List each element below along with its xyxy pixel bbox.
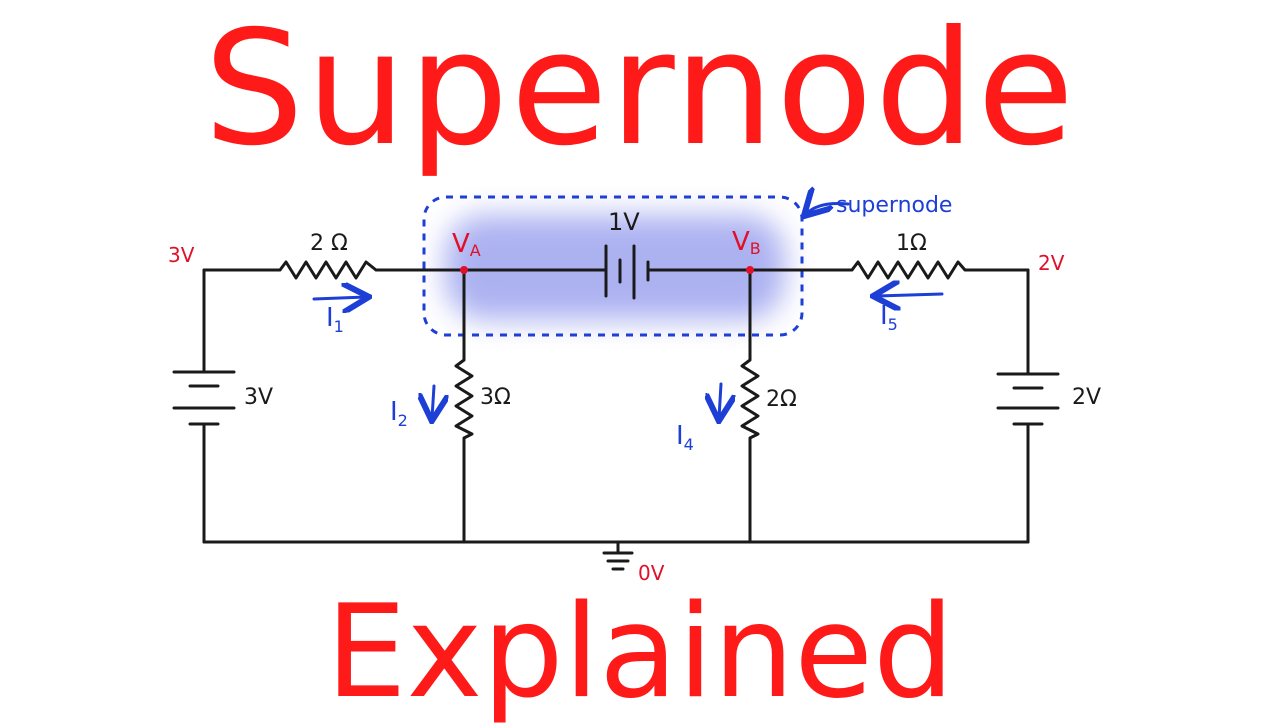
label-node-3v: 3V <box>168 243 195 267</box>
label-i4: I4 <box>676 421 694 454</box>
label-r4-2ohm: 2Ω <box>766 387 797 412</box>
label-r5-1ohm: 1Ω <box>896 231 927 256</box>
battery-2v <box>996 372 1060 426</box>
resistor-2ohm-right <box>740 358 760 440</box>
label-source-2v: 2V <box>1072 385 1101 410</box>
label-source-3v: 3V <box>244 385 273 410</box>
battery-3v <box>172 370 236 426</box>
page-title: Supernode <box>203 0 1077 181</box>
battery-1v <box>604 244 650 300</box>
resistor-2ohm-top <box>278 260 377 280</box>
current-arrows <box>312 203 944 418</box>
label-battery-1v: 1V <box>608 208 640 236</box>
label-supernode: supernode <box>836 193 952 218</box>
node-va-dot <box>460 266 468 274</box>
wires <box>202 268 1030 571</box>
resistor-3ohm <box>454 358 474 440</box>
label-i2: I2 <box>390 397 408 430</box>
label-i5: I5 <box>880 301 898 334</box>
page-subtitle: Explained <box>325 578 955 727</box>
resistor-1ohm-top <box>850 260 967 280</box>
label-node-2v: 2V <box>1038 251 1065 275</box>
supernode-highlight <box>445 215 785 320</box>
label-va: VA <box>452 229 481 260</box>
supernode-boundary <box>422 195 804 337</box>
label-r2-3ohm: 3Ω <box>480 385 511 410</box>
node-vb-dot <box>746 266 754 274</box>
label-vb: VB <box>732 227 761 258</box>
label-i1: I1 <box>326 303 344 336</box>
label-ground-0v: 0V <box>638 561 665 585</box>
label-r1-2ohm: 2 Ω <box>310 231 348 256</box>
